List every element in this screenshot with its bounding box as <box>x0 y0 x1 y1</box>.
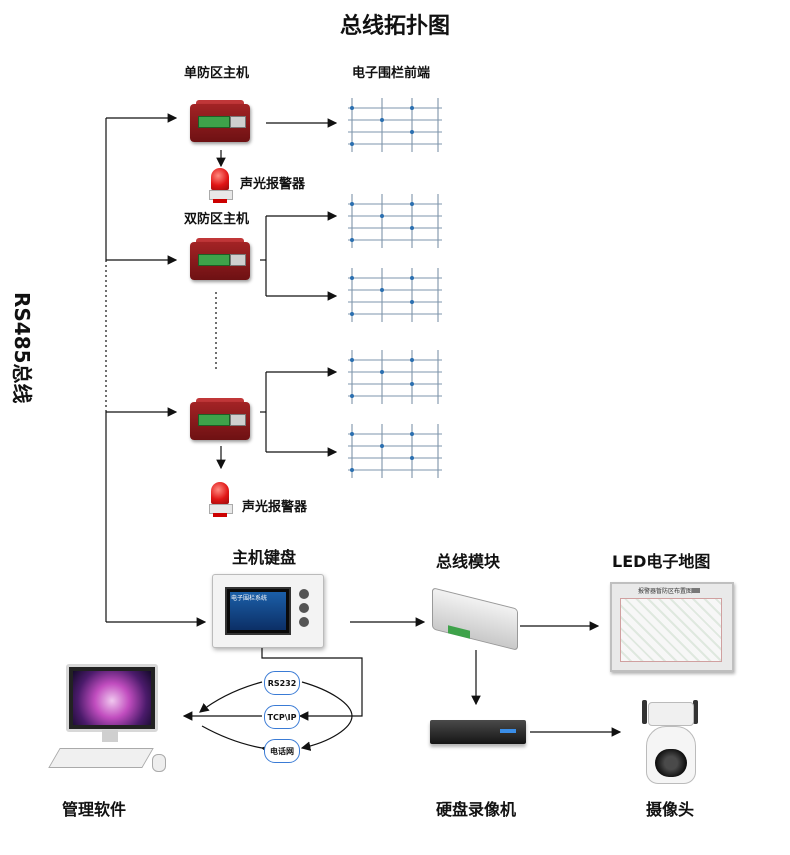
fence-icon <box>348 98 442 152</box>
computer-icon <box>40 664 174 782</box>
alarm-1-icon <box>208 168 233 204</box>
fence-icon <box>348 194 442 248</box>
fence-icon <box>348 424 442 478</box>
keyboard-label: 主机键盘 <box>232 548 297 567</box>
keyboard-panel: 电子围栏系统 <box>212 574 324 648</box>
double-host-device <box>186 238 254 284</box>
tcpip-link-badge: TCP\IP <box>264 705 300 729</box>
single-host-label: 单防区主机 <box>184 66 250 81</box>
fence-icon <box>348 268 442 322</box>
led-map-caption: 报警器暂防区布置图 <box>638 586 693 595</box>
bus-label: RS485总线 <box>10 292 34 404</box>
alarm-2-icon <box>208 482 233 518</box>
rs232-link-badge: RS232 <box>264 671 300 695</box>
nvr-label: 硬盘录像机 <box>436 800 517 819</box>
nvr-device <box>430 720 526 744</box>
camera-icon <box>642 700 698 786</box>
host-3-device <box>186 398 254 444</box>
led-map-board: 报警器暂防区布置图 <box>610 582 734 672</box>
camera-label: 摄像头 <box>646 800 695 819</box>
alarm-1-label: 声光报警器 <box>240 177 306 192</box>
phone-link-badge: 电话网 <box>264 739 300 763</box>
led-map-label: LED电子地图 <box>612 552 711 571</box>
software-label: 管理软件 <box>62 800 127 819</box>
double-host-label: 双防区主机 <box>184 212 250 227</box>
fence-front-label: 电子围栏前端 <box>352 66 431 81</box>
single-host-device <box>186 100 254 146</box>
bus-module-label: 总线模块 <box>436 552 501 571</box>
keypad-screen-text: 电子围栏系统 <box>231 595 268 602</box>
fence-icon <box>348 350 442 404</box>
bus-module-device <box>432 587 518 651</box>
alarm-2-label: 声光报警器 <box>242 500 308 515</box>
page-title: 总线拓扑图 <box>339 14 450 39</box>
